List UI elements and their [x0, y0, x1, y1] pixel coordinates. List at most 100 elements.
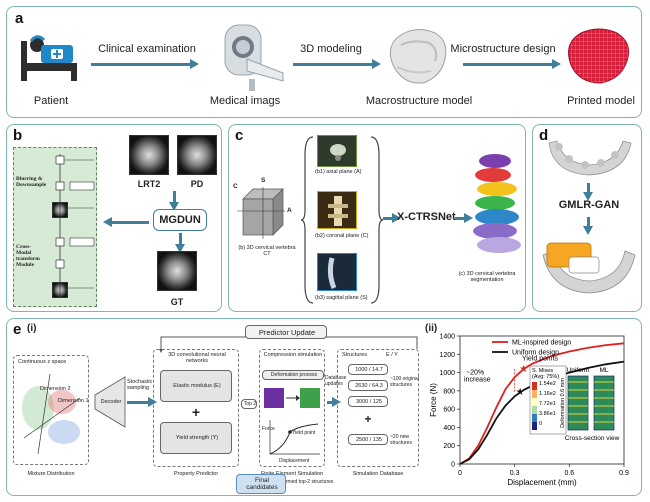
vertebra-coronal-icon	[328, 196, 348, 226]
brace-right	[370, 136, 384, 304]
inset-title-0: Uniform	[567, 367, 590, 374]
stage-patient: Patient	[33, 95, 69, 107]
latent-caption: Mixture Distribution	[27, 471, 75, 477]
db-entry-3-text: 3000 / 125	[356, 399, 382, 405]
panel-d-label: d	[539, 127, 549, 144]
top2-label: Top 2	[243, 401, 257, 407]
slice-axial	[317, 135, 357, 167]
yield-star-1: ★	[516, 387, 525, 398]
gmlr-gan-label: GMLR-GAN	[558, 199, 620, 211]
mri-pd	[177, 135, 217, 175]
sub-ii: (ii)	[425, 323, 438, 334]
series-line-1	[459, 360, 625, 465]
y-tick-label-0: 0	[451, 462, 455, 469]
predictor-plus: +	[191, 404, 201, 420]
y-tick-label-4: 800	[443, 388, 455, 395]
fem-yield-point: Yield point	[292, 430, 316, 436]
db-header-right: E / Y	[386, 352, 398, 358]
step-3d-modeling: 3D modeling	[300, 43, 362, 55]
latent-title: Continuous z space	[18, 359, 67, 365]
final-candidates: Final candidates	[236, 474, 286, 494]
increase-pct: ~20%	[466, 369, 484, 376]
macrostructure-icon	[389, 29, 447, 84]
inset-axis-label: Deformation 0.6 mm	[560, 378, 566, 428]
arrow-a1	[91, 59, 199, 69]
panel-c-label: c	[235, 127, 244, 144]
top2-box: Top 2	[241, 399, 257, 409]
axis-c: C	[233, 183, 238, 190]
colorbar-tick-1: 1.16e2	[539, 391, 556, 397]
predictor-update-label: Predictor Update	[258, 328, 316, 337]
ct-scanner-icon	[224, 24, 284, 91]
fem-caption: Finite Element Simulation	[260, 471, 324, 477]
fem-box: Compression simulation Deformation proce…	[259, 349, 325, 467]
colorbar-tick-4: 0	[539, 421, 542, 427]
predictor-caption: Property Predictor	[173, 471, 219, 477]
db-caption: Simulation Database	[352, 471, 404, 477]
db-orig-note: ~100 original structures	[390, 376, 419, 388]
y-tick-label-1: 200	[443, 443, 455, 450]
legend-label-1: Uniform design	[512, 350, 559, 357]
x-tick-label-2: 0.6	[564, 470, 574, 477]
vertebra-segmentation-icon	[473, 154, 521, 253]
plane-sagittal: (b3) sagittal plane (S)	[315, 295, 368, 301]
plane-axial: (b1) axial plane (A)	[315, 169, 362, 175]
yield-label: Yield strength (Y)	[175, 435, 219, 441]
teeth-arch-icon	[548, 140, 632, 176]
colorbar-swatch-3	[532, 406, 537, 414]
panel-e: e (i) (ii) Predictor Update Continuous z…	[6, 318, 642, 496]
inset-caption: Cross-section view	[565, 435, 620, 442]
db-entry-1-text: 1000 / 14.7	[355, 367, 383, 373]
elastic-box: Elastic modulus (E)	[160, 370, 232, 402]
panel-b: b Blurring & Downsample Cross-Modal tran…	[6, 124, 222, 312]
process-label: Deformation process	[270, 372, 318, 378]
plane-coronal: (b2) coronal plane (C)	[315, 233, 369, 239]
colorbar-tick-3: 3.86e1	[539, 411, 556, 417]
vertebra-sagittal-icon	[327, 257, 337, 289]
xctrsnet-label: X-CTRSNet	[397, 211, 456, 223]
latent-dim1: Dimension 1	[58, 398, 89, 404]
arrow-e-1	[127, 397, 157, 407]
y-tick-label-6: 1200	[439, 352, 455, 359]
arrow-b-left	[103, 217, 149, 227]
y-tick-label-5: 1000	[439, 370, 455, 377]
latent-scatter	[22, 373, 81, 455]
fem-confirm: Simulation confirmed top-2 structures	[250, 479, 334, 485]
arrow-b-down-2	[175, 233, 185, 253]
fem-displacement: Displacement	[278, 458, 310, 464]
panel-d: d GMLR-GAN	[532, 124, 642, 312]
ct-caption: (b) 3D cervical vertebra CT	[238, 245, 296, 257]
ct-cube	[237, 187, 285, 239]
arrow-d-2	[583, 217, 593, 235]
yield-box: Yield strength (Y)	[160, 422, 232, 454]
panel-a-label: a	[15, 10, 24, 27]
arrow-a3	[463, 59, 561, 69]
db-entry-4: 2500 / 135	[348, 434, 388, 445]
colorbar-title: S. Mises	[532, 368, 553, 374]
colorbar-swatch-2	[532, 398, 537, 406]
db-entry-3: 3000 / 125	[348, 396, 388, 407]
arrow-d-1	[583, 183, 593, 201]
cross-modal-diagram: Blurring & Downsample Cross-Modal transf…	[13, 147, 97, 307]
predictor-update-box: Predictor Update	[245, 325, 327, 339]
mri-lrt2	[129, 135, 169, 175]
label-lrt2: LRT2	[137, 179, 161, 189]
stage-printed: Printed model	[567, 95, 635, 107]
fem-header: Compression simulation	[263, 352, 323, 358]
sampling-label: Stochastic sampling	[127, 379, 153, 391]
property-predictor: 3D convolutional neural networks Elastic…	[153, 349, 239, 467]
label-cross-modal: Cross-Modal transform Module	[16, 244, 40, 268]
fem-curve	[269, 420, 320, 455]
label-gt: GT	[170, 297, 184, 307]
colorbar-tick-0: 1.54e2	[539, 381, 556, 387]
x-tick-label-1: 0.3	[510, 470, 520, 477]
y-tick-label-3: 600	[443, 407, 455, 414]
db-header-left: Structures	[342, 352, 368, 358]
vertebra-axial-icon	[330, 144, 346, 161]
y-axis-label: Force (N)	[429, 383, 438, 417]
x-tick-label-0: 0	[458, 470, 462, 477]
colorbar-swatch-1	[532, 390, 537, 398]
axis-a: A	[287, 207, 292, 214]
decoder-shape	[94, 376, 126, 428]
colorbar-swatch-4	[532, 414, 537, 422]
